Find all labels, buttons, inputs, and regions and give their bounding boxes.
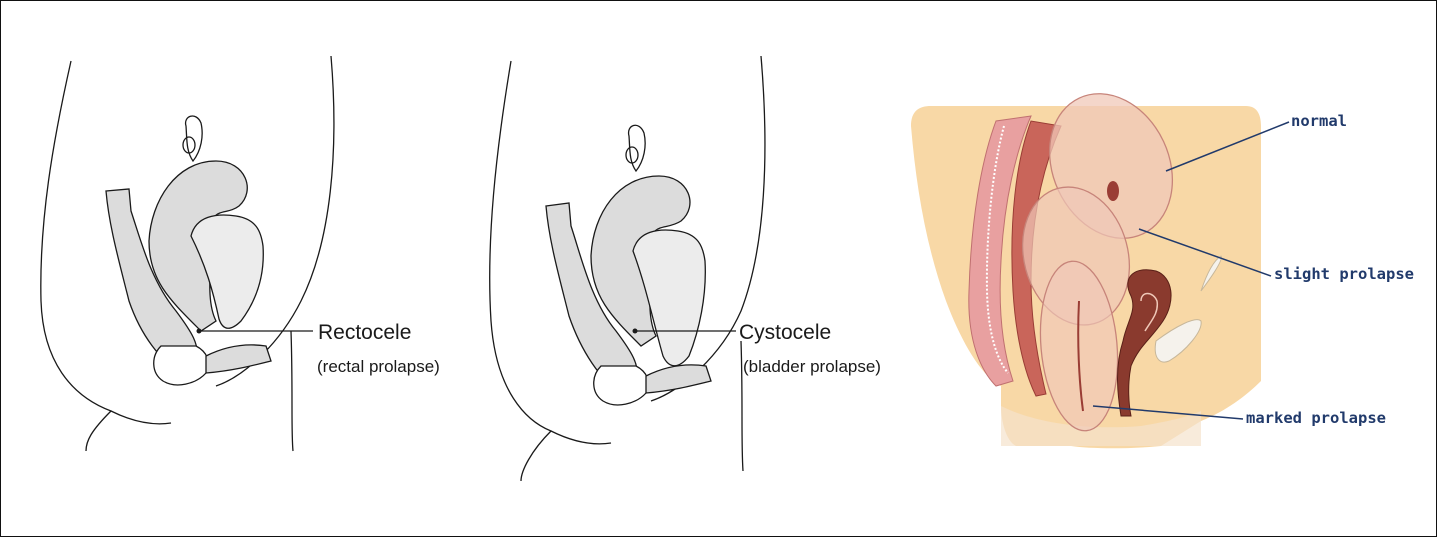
cystocele-sublabel: (bladder prolapse) xyxy=(743,357,881,377)
rectocele-label: Rectocele xyxy=(318,321,411,345)
cystocele-illustration xyxy=(451,1,911,541)
rectocele-illustration xyxy=(1,1,471,541)
rectocele-sublabel: (rectal prolapse) xyxy=(317,357,440,377)
cystocele-label: Cystocele xyxy=(739,321,831,345)
cystocele-diagram: Cystocele (bladder prolapse) xyxy=(451,1,911,541)
normal-label: normal xyxy=(1291,112,1347,130)
uterine-prolapse-diagram: normal slight prolapse marked prolapse xyxy=(901,1,1438,541)
slight-prolapse-label: slight prolapse xyxy=(1274,265,1414,283)
marked-prolapse-label: marked prolapse xyxy=(1246,409,1386,427)
rectocele-diagram: Rectocele (rectal prolapse) xyxy=(1,1,471,541)
